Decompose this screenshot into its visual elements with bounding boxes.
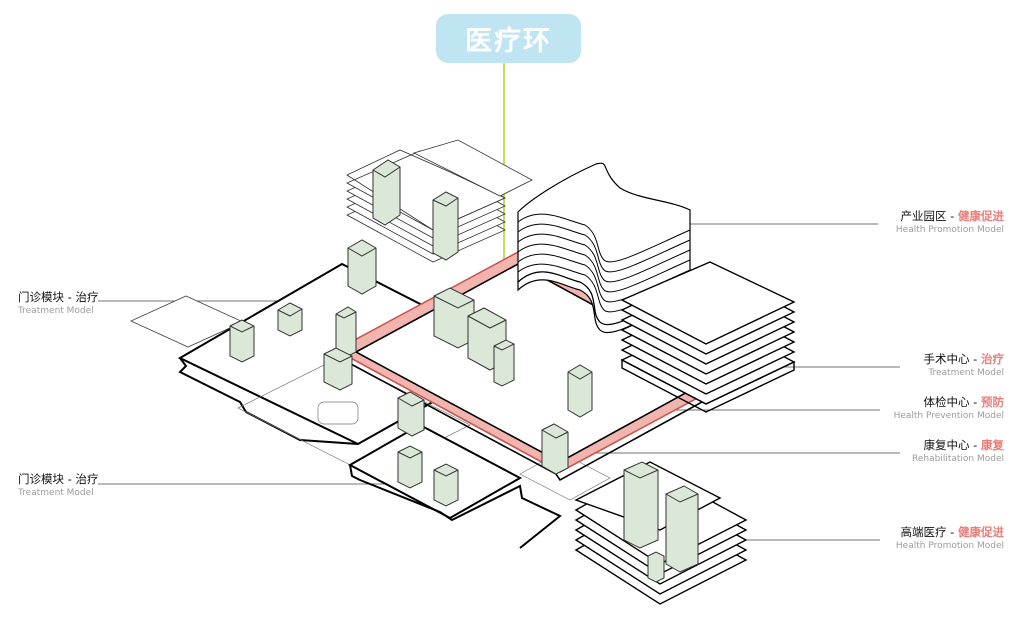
label-en: Health Prevention Model [893,410,1004,421]
label-surgery-center: 手术中心 - 治疗 Treatment Model [923,352,1004,378]
label-zh-main: 高端医疗 - [900,525,958,539]
label-rehabilitation-center: 康复中心 - 康复 Rehabilitation Model [912,438,1004,464]
label-zh-main: 手术中心 - [923,352,981,366]
label-en: Treatment Model [18,305,94,316]
label-en: Health Promotion Model [895,540,1004,551]
label-industrial-park: 产业园区 - 健康促进 Health Promotion Model [895,209,1004,235]
label-treatment-model-left-2: 门诊模块 - 治疗 Treatment Model [18,472,99,498]
label-zh-main: 体检中心 - [923,395,981,409]
label-checkup-center: 体检中心 - 预防 Health Prevention Model [893,395,1004,421]
label-en: Treatment Model [928,367,1004,378]
surgery-center-stack [620,261,796,413]
label-zh-accent: 健康促进 [958,209,1004,223]
label-zh-accent: 治疗 [981,352,1004,366]
label-zh: 门诊模块 - 治疗 [18,472,99,486]
label-en: Treatment Model [18,487,94,498]
label-high-end-medical: 高端医疗 - 健康促进 Health Promotion Model [895,525,1004,551]
building-volumes [229,159,699,583]
label-zh-main: 产业园区 - [900,209,958,223]
label-zh-accent: 康复 [981,438,1004,452]
label-treatment-model-left-1: 门诊模块 - 治疗 Treatment Model [18,290,99,316]
label-zh-accent: 预防 [981,395,1004,409]
high-end-medical-stack [574,461,748,605]
label-en: Health Promotion Model [895,224,1004,235]
label-zh: 门诊模块 - 治疗 [18,290,99,304]
label-zh-main: 康复中心 - [923,438,981,452]
title-text: 医疗环 [465,26,552,57]
label-en: Rehabilitation Model [912,453,1004,464]
title-badge: 医疗环 [436,14,581,63]
label-zh-accent: 健康促进 [958,525,1004,539]
